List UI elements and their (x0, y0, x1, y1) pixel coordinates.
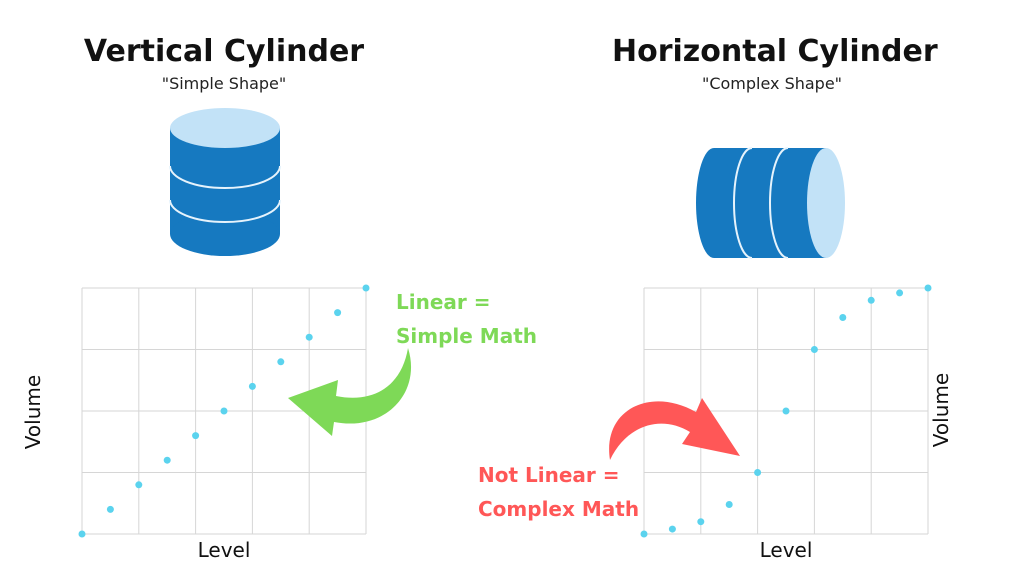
data-point (810, 346, 818, 353)
linear-callout-line2: Simple Math (396, 324, 537, 348)
cylinder-face (807, 148, 845, 258)
data-point (106, 505, 114, 513)
cylinder-stripe (169, 199, 281, 223)
linear-callout-line1: Linear = (396, 290, 491, 314)
data-point (248, 382, 256, 390)
data-point (305, 333, 313, 341)
chart-points (78, 284, 370, 538)
vertical-cylinder-icon (169, 108, 281, 256)
left-y-axis-label: Volume (21, 374, 45, 450)
data-point (839, 314, 847, 322)
cylinder-stripe (769, 147, 789, 259)
cylinder-bottom (170, 212, 280, 256)
cylinder-stripe (169, 165, 281, 189)
data-point (362, 284, 370, 292)
data-point (782, 407, 790, 415)
right-y-axis-label: Volume (929, 372, 953, 448)
cylinder-back (696, 148, 732, 258)
x-axis-label: Level (198, 538, 251, 562)
left-title: Vertical Cylinder (83, 34, 365, 69)
data-point (220, 407, 228, 415)
left-subtitle: "Simple Shape" (161, 74, 287, 93)
chart-grid (81, 287, 367, 535)
data-point (924, 284, 932, 292)
cylinder-top (170, 108, 280, 148)
cylinder-stripe (733, 147, 753, 259)
data-point (135, 481, 143, 489)
data-point (697, 518, 705, 526)
data-point (78, 530, 86, 538)
not-linear-callout-line2: Complex Math (478, 497, 640, 521)
not-linear-callout-line1: Not Linear = (478, 463, 620, 487)
x-axis-label: Level (760, 538, 813, 562)
chart-points (640, 284, 932, 538)
right-subtitle: "Complex Shape" (701, 74, 843, 93)
linear-callout: Linear = Simple Math (396, 285, 537, 353)
right-title: Horizontal Cylinder (612, 34, 938, 69)
data-point (668, 525, 676, 533)
data-point (163, 456, 171, 464)
data-point (277, 358, 285, 366)
data-point (640, 530, 648, 538)
horizontal-cylinder-icon (696, 147, 845, 259)
data-point (754, 469, 762, 476)
data-point (896, 289, 904, 297)
data-point (867, 296, 875, 304)
left-volume-chart: Level Volume (78, 284, 370, 562)
data-point (192, 432, 200, 440)
data-point (334, 309, 342, 317)
green-arrow-icon (288, 348, 412, 436)
not-linear-callout: Not Linear = Complex Math (478, 458, 639, 526)
data-point (725, 500, 733, 508)
red-arrow-icon (609, 398, 740, 460)
